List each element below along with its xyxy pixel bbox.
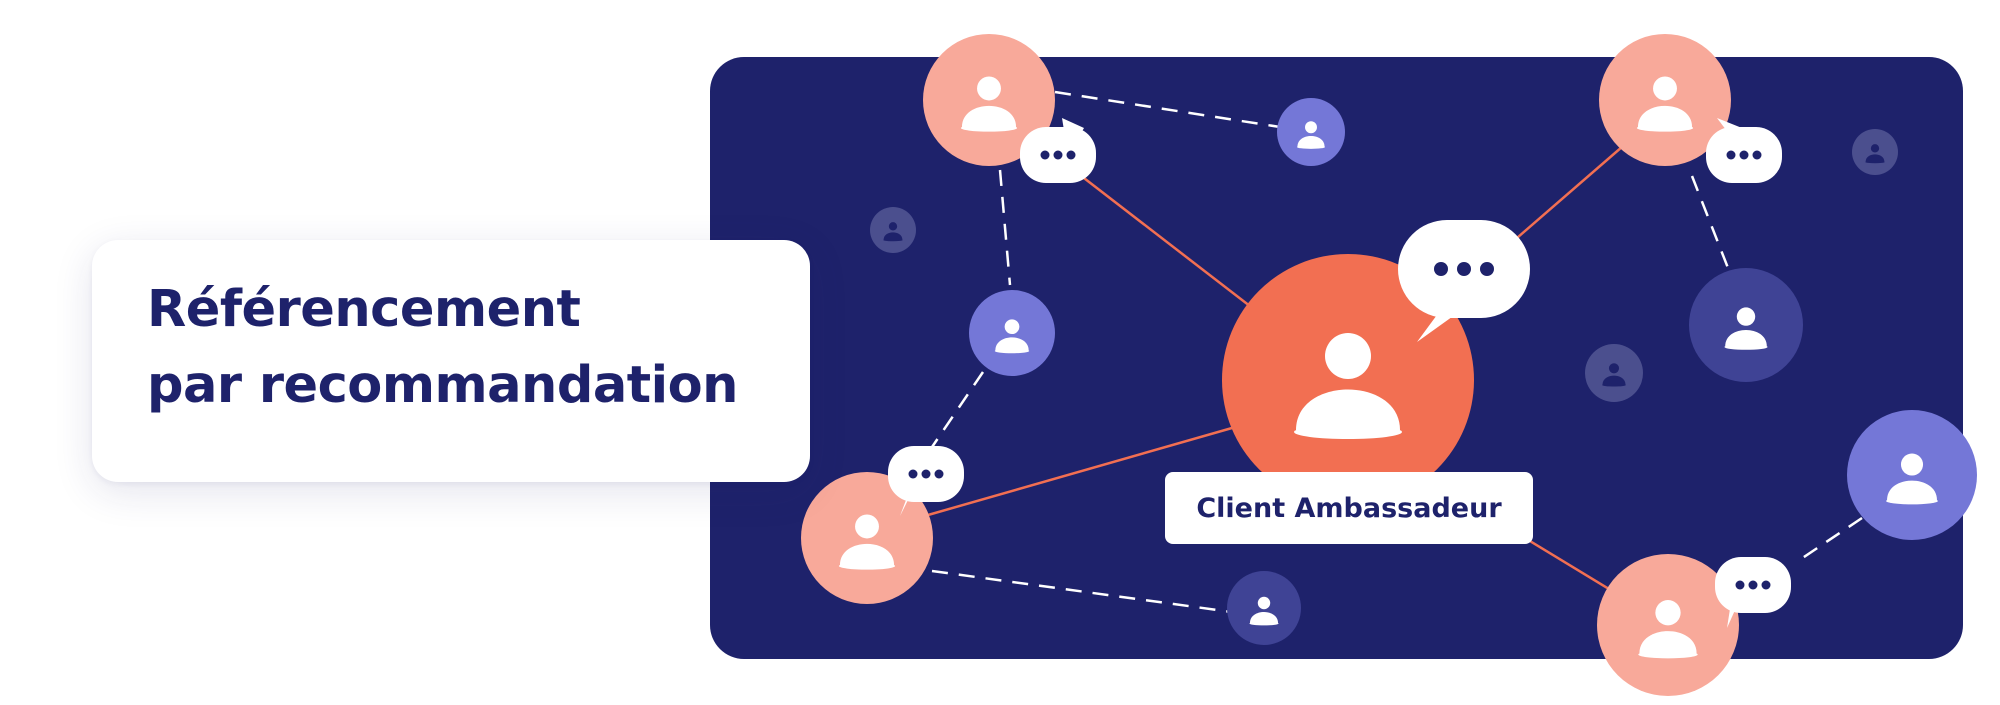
contact-node-dim-right [1689, 268, 1803, 382]
contact-node-faint-1 [870, 207, 916, 253]
referrer-node-left [801, 472, 933, 604]
connection-line-left [927, 418, 1261, 517]
speech-bubble-icon [1398, 220, 1530, 342]
title-card: Référencement par recommandation [92, 240, 810, 482]
dashed-line-5 [1690, 175, 1730, 269]
speech-bubble-icon [888, 446, 964, 516]
contact-node-faint-2 [1852, 129, 1898, 175]
ambassador-label: Client Ambassadeur [1165, 472, 1533, 544]
contact-node-faint-3 [1585, 344, 1643, 402]
dashed-line-1 [1054, 90, 1281, 129]
speech-bubble-icon [1020, 118, 1096, 183]
contact-node-violet-top [1277, 98, 1345, 166]
dashed-line-4 [931, 569, 1233, 614]
page-title-line-1: Référencement [147, 280, 581, 339]
referrer-node-top-left [923, 34, 1055, 166]
referrer-node-top-right [1599, 34, 1731, 166]
contact-node-violet-right [1847, 410, 1977, 540]
referrer-node-bottom-right [1597, 554, 1739, 696]
page-title-line-2: par recommandation [147, 356, 738, 415]
contact-node-dim-bottom [1227, 571, 1301, 645]
dashed-line-6 [1794, 516, 1863, 565]
dashed-line-3 [928, 371, 985, 451]
speech-bubble-icon [1706, 118, 1782, 183]
connection-line-top-left [1079, 174, 1269, 321]
ambassador-node [1222, 254, 1474, 506]
contact-node-violet-left [969, 290, 1055, 376]
speech-bubble-icon [1715, 557, 1791, 628]
dashed-line-2 [998, 169, 1012, 286]
